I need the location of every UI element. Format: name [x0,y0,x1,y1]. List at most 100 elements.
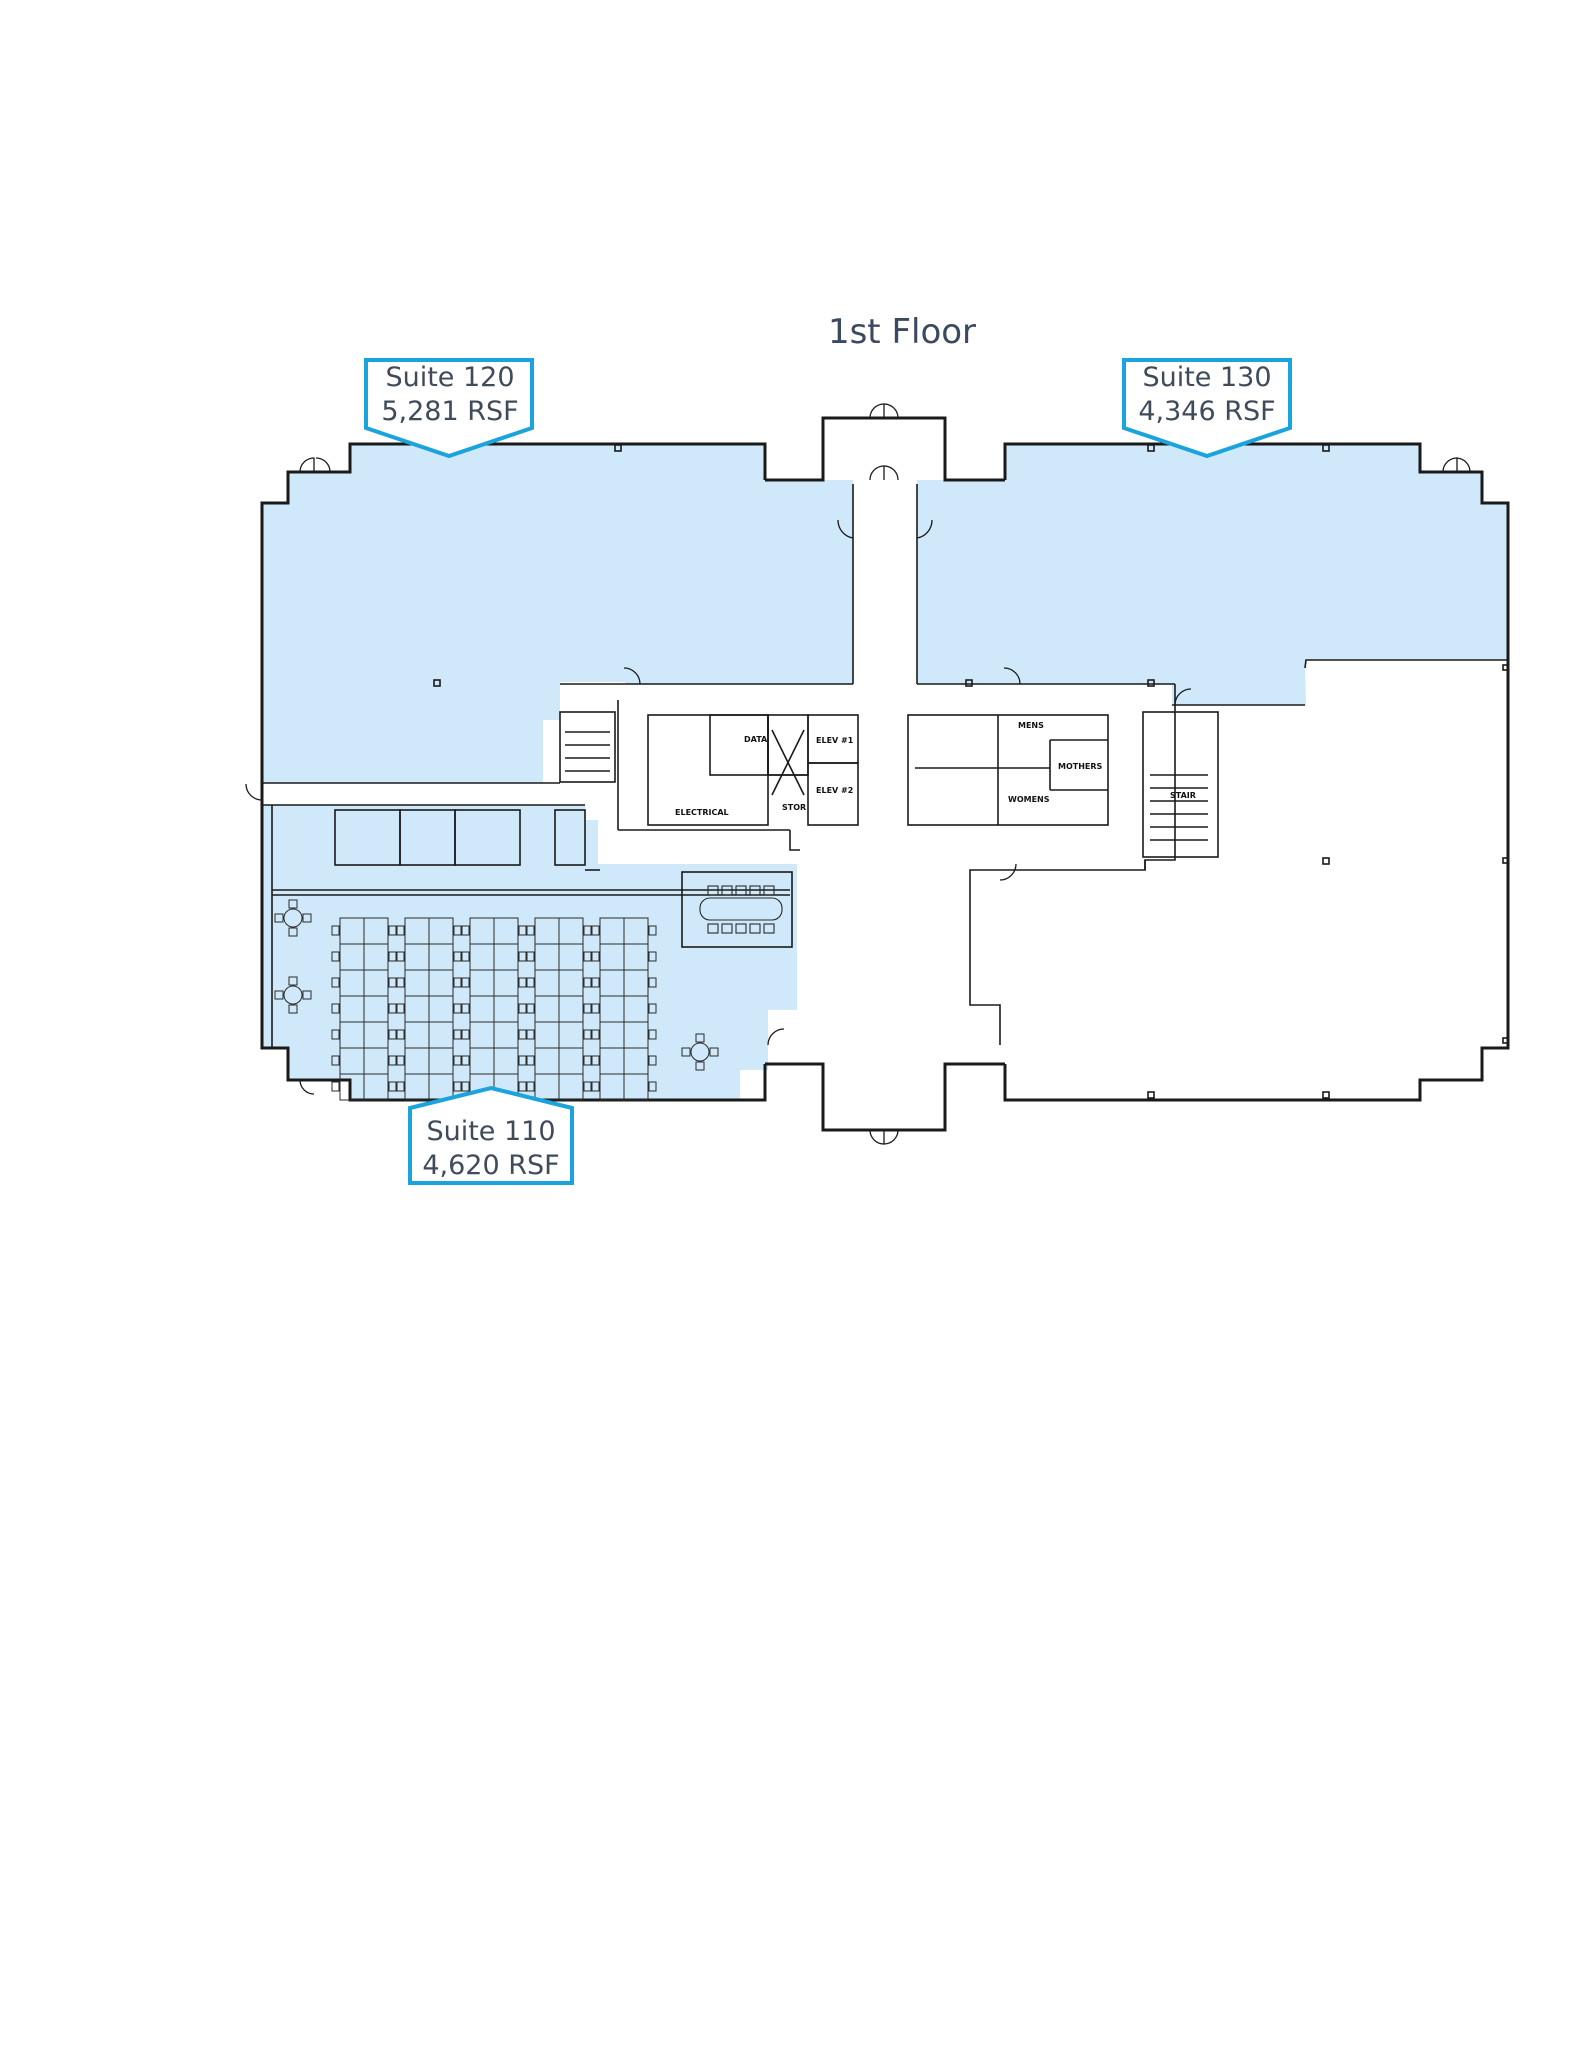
chair [591,951,600,962]
chair [526,977,535,988]
chair [288,927,298,937]
chair [583,1055,592,1066]
chair [461,951,470,962]
suite-120-callout[interactable]: Suite 120 5,281 RSF [364,358,534,459]
north-entry-wall [765,416,1005,482]
suite-120-area-label: 5,281 RSF [381,396,518,427]
room-elev-2: ELEV #2 [816,786,853,795]
chair [648,951,657,962]
chair [721,923,733,934]
chair [518,1029,527,1040]
chair [331,951,340,962]
chair [518,951,527,962]
chair [331,1081,340,1092]
room-stor: STOR [782,803,806,812]
chair [648,925,657,936]
chair [735,923,747,934]
chair [591,977,600,988]
chair [388,1055,397,1066]
chair [396,1081,405,1092]
chair [709,1047,719,1057]
south-entry-wall [765,1062,1005,1132]
chair [707,923,719,934]
chair [591,1081,600,1092]
suite-120-area[interactable] [262,444,853,783]
chair [396,1055,405,1066]
chair [591,925,600,936]
chair [648,1055,657,1066]
chair [648,977,657,988]
chair [396,977,405,988]
chair [461,1003,470,1014]
suite-130-name: Suite 130 [1142,362,1271,393]
chair [331,925,340,936]
chair [302,913,312,923]
chair [388,1003,397,1014]
room-womens: WOMENS [1008,795,1050,804]
chair [518,1081,527,1092]
chair [518,977,527,988]
chair [591,1029,600,1040]
chair [526,925,535,936]
chair [396,951,405,962]
chair [288,899,298,909]
chair [526,1081,535,1092]
chair [735,885,747,896]
chair [396,1003,405,1014]
chair [453,1029,462,1040]
chair [583,1003,592,1014]
suite-110-area-label: 4,620 RSF [422,1150,559,1181]
room-stair: STAIR [1170,791,1196,800]
workstation [558,1073,584,1101]
chair [396,925,405,936]
chair [288,1004,298,1014]
chair [453,1055,462,1066]
suite-130-area[interactable] [917,444,1508,705]
room-mothers: MOTHERS [1058,762,1103,771]
chair [388,977,397,988]
round-table [690,1042,710,1062]
chair [583,925,592,936]
workstation [623,1073,649,1101]
suite-110-name: Suite 110 [426,1116,555,1147]
suite-130-area-label: 4,346 RSF [1138,396,1275,427]
round-table [283,985,303,1005]
chair [591,1055,600,1066]
chair [388,1029,397,1040]
chair [681,1047,691,1057]
chair [749,885,761,896]
chair [461,1029,470,1040]
room-mens: MENS [1018,721,1044,730]
room-elev-1: ELEV #1 [816,736,854,745]
chair [763,885,775,896]
chair [302,990,312,1000]
chair [749,923,761,934]
chair [453,977,462,988]
chair [388,951,397,962]
suite-110-callout[interactable]: Suite 110 4,620 RSF [408,1085,574,1185]
suite-120-name: Suite 120 [385,362,514,393]
chair [583,1081,592,1092]
chair [648,1003,657,1014]
chair [461,925,470,936]
left-wing-wall [260,442,767,1102]
chair [461,977,470,988]
chair [453,1081,462,1092]
chair [591,1003,600,1014]
suite-130-callout[interactable]: Suite 130 4,346 RSF [1122,358,1292,459]
chair [526,1003,535,1014]
chair [518,925,527,936]
chair [331,1029,340,1040]
chair [526,1055,535,1066]
floor-title: 1st Floor [828,312,976,352]
chair [648,1029,657,1040]
chair [331,977,340,988]
chair [695,1033,705,1043]
chair [461,1055,470,1066]
chair [583,951,592,962]
chair [288,976,298,986]
chair [526,1029,535,1040]
chair [274,990,284,1000]
chair [583,1029,592,1040]
